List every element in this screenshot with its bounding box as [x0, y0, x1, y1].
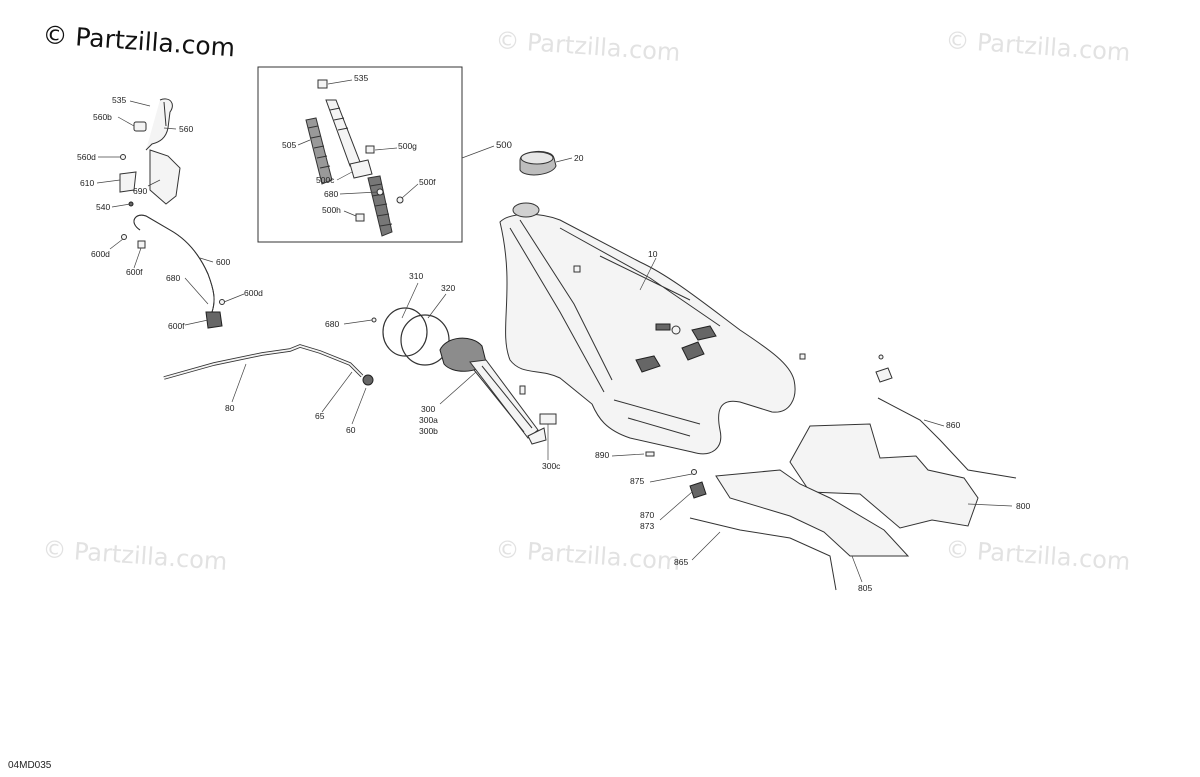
- callout-610: 610: [80, 178, 94, 188]
- fitting-60-art: [362, 374, 374, 386]
- callout-865: 865: [674, 557, 688, 567]
- bolt-875-art: [691, 469, 697, 475]
- line-80-art: [163, 344, 364, 380]
- hose-500h-art: [367, 175, 393, 237]
- callout-60: 60: [346, 425, 356, 435]
- fuel-pump-assembly: [371, 307, 557, 445]
- plate-805-art: [715, 469, 910, 557]
- leaders-left: [96, 100, 245, 326]
- callout-540: 540: [96, 202, 110, 212]
- watermark-bottom-right: © Partzilla.com: [945, 535, 1132, 576]
- tank-neck-art: [512, 202, 540, 218]
- callout-320: 320: [441, 283, 455, 293]
- connector-500c-art: [349, 159, 373, 179]
- inset-frame: [257, 66, 463, 243]
- clamp-600f-art: [137, 240, 146, 249]
- callout-535: 535: [112, 95, 126, 105]
- callout-500f: 500f: [419, 177, 436, 187]
- callout-560b: 560b: [93, 112, 112, 122]
- watermark-top-right: © Partzilla.com: [945, 26, 1132, 67]
- callout-300: 300: [421, 404, 435, 414]
- clip-870-art: [689, 481, 707, 499]
- callout-20: 20: [574, 153, 584, 163]
- clamp-500g-art: [365, 145, 375, 154]
- fitting-680-art: [205, 311, 223, 329]
- fuel-tank: [499, 202, 806, 455]
- watermark-top-center: © Partzilla.com: [495, 26, 682, 67]
- valve-690-art: [149, 149, 181, 205]
- fuel-line: [163, 344, 374, 425]
- watermark-bottom-left: © Partzilla.com: [42, 535, 229, 576]
- bracket-610-art: [119, 171, 137, 193]
- callout-800: 800: [1016, 501, 1030, 511]
- callout-860: 860: [946, 420, 960, 430]
- callout-10: 10: [648, 249, 658, 259]
- clamp-535-art: [317, 79, 328, 89]
- callout-870: 870: [640, 510, 654, 520]
- callout-560: 560: [179, 124, 193, 134]
- callout-500c: 500c: [316, 175, 335, 185]
- callout-680-pump: 680: [325, 319, 339, 329]
- clamp-500h-art: [355, 213, 365, 222]
- clamp-600d-art: [121, 234, 127, 240]
- callout-300a: 300a: [419, 415, 438, 425]
- skid-plate-area: [645, 354, 1017, 591]
- watermark-bottom-center: © Partzilla.com: [495, 535, 682, 576]
- callout-873: 873: [640, 521, 654, 531]
- callout-505: 505: [282, 140, 296, 150]
- callout-680-inset: 680: [324, 189, 338, 199]
- clamp-500f-art: [396, 196, 404, 204]
- bracket-860-art: [875, 367, 893, 383]
- rod-860-art: [877, 397, 1017, 479]
- callout-600f-top: 600f: [126, 267, 143, 277]
- filter-300c-art: [527, 427, 547, 445]
- callout-600f-bottom: 600f: [168, 321, 185, 331]
- callout-310: 310: [409, 271, 423, 281]
- callout-680-left: 680: [166, 273, 180, 283]
- pump-body-300-art: [469, 359, 539, 439]
- callout-875: 875: [630, 476, 644, 486]
- fuel-cap: [519, 151, 573, 176]
- callout-890: 890: [595, 450, 609, 460]
- callout-300c: 300c: [542, 461, 561, 471]
- callout-300b: 300b: [419, 426, 438, 436]
- ring-320-art: [400, 314, 450, 366]
- callout-600d-bottom: 600d: [244, 288, 263, 298]
- callout-600d-top: 600d: [91, 249, 110, 259]
- callout-535-inset: 535: [354, 73, 368, 83]
- callout-500: 500: [496, 140, 512, 151]
- leaders-inset: [297, 79, 495, 217]
- clamp-560b-art: [133, 121, 147, 132]
- callout-500g: 500g: [398, 141, 417, 151]
- watermark-main: © Partzilla.com: [42, 20, 236, 62]
- bracket-300c-art: [539, 413, 557, 425]
- vent-hose-assembly: [119, 98, 225, 329]
- filler-neck-inset: [257, 66, 463, 243]
- callout-805: 805: [858, 583, 872, 593]
- callout-65: 65: [315, 411, 325, 421]
- leaders-pump: [343, 282, 549, 460]
- callout-500h: 500h: [322, 205, 341, 215]
- callout-600: 600: [216, 257, 230, 267]
- pad-890-art: [645, 451, 655, 457]
- clamp-560d-art: [120, 154, 126, 160]
- clamp-680-pump-art: [371, 317, 377, 323]
- callout-80: 80: [225, 403, 235, 413]
- clamp-600d-b-art: [219, 299, 225, 305]
- callout-560d: 560d: [77, 152, 96, 162]
- hose-505-art: [305, 117, 333, 185]
- seal-310-art: [382, 307, 428, 357]
- rod-865-art: [689, 517, 837, 591]
- diagram-code: 04MD035: [8, 760, 52, 771]
- leaders-skid: [611, 419, 1013, 583]
- tank-10-art: [499, 213, 796, 455]
- callout-labels: 535 560b 560 560d 610 690 540 600d 600f …: [77, 73, 1030, 593]
- callout-690: 690: [133, 186, 147, 196]
- hose-560-art: [145, 98, 173, 151]
